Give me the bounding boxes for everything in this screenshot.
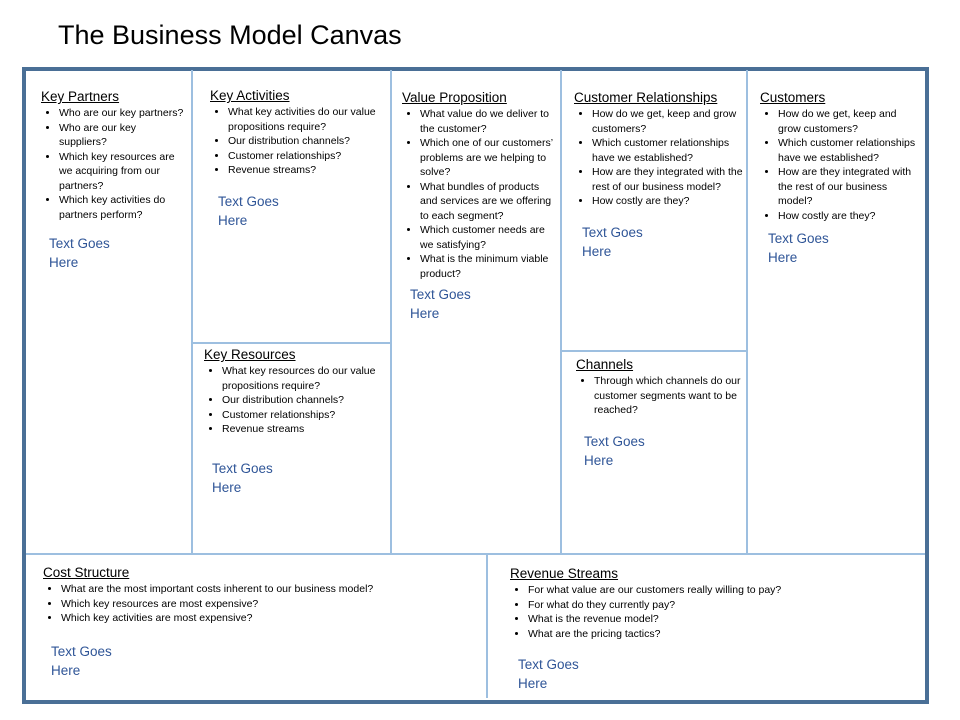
question-item: Which key activities do partners perform…	[59, 193, 186, 222]
placeholder-text[interactable]: Text Goes Here	[212, 460, 273, 495]
question-list: Through which channels do our customer s…	[576, 374, 741, 418]
revenue-streams-block: Revenue StreamsFor what value are our cu…	[510, 566, 920, 693]
question-item: Which customer relationships have we est…	[778, 136, 920, 165]
question-item: How are they integrated with the rest of…	[592, 165, 744, 194]
value-proposition-block: Value PropositionWhat value do we delive…	[402, 90, 557, 323]
question-item: How do we get, keep and grow customers?	[778, 107, 920, 136]
question-list: What key activities do our value proposi…	[210, 105, 385, 178]
question-item: What are the most important costs inhere…	[61, 582, 473, 597]
question-item: Which key activities are most expensive?	[61, 611, 473, 626]
cost-structure-block: Cost StructureWhat are the most importan…	[43, 565, 473, 680]
divider	[560, 350, 746, 352]
placeholder-text[interactable]: Text Goes Here	[518, 657, 579, 691]
question-list: How do we get, keep and grow customers?W…	[574, 107, 744, 209]
divider	[486, 553, 488, 698]
question-item: For what value are our customers really …	[528, 583, 920, 598]
placeholder-text[interactable]: Text Goes Here	[49, 236, 110, 270]
question-item: Revenue streams	[222, 422, 384, 437]
question-list: Who are our key partners?Who are our key…	[41, 106, 186, 222]
block-heading: Key Resources	[204, 347, 296, 362]
block-heading: Channels	[576, 357, 634, 372]
question-item: What is the revenue model?	[528, 612, 920, 627]
question-item: How costly are they?	[778, 209, 920, 224]
question-item: Our distribution channels?	[228, 134, 385, 149]
question-item: Which customer relationships have we est…	[592, 136, 744, 165]
question-item: Our distribution channels?	[222, 393, 384, 408]
block-heading: Customers	[760, 90, 826, 105]
divider	[746, 70, 748, 553]
divider	[390, 70, 392, 553]
question-item: Customer relationships?	[228, 149, 385, 164]
question-list: How do we get, keep and grow customers?W…	[760, 107, 920, 223]
question-item: Customer relationships?	[222, 408, 384, 423]
question-item: What key resources do our value proposit…	[222, 364, 384, 393]
question-list: For what value are our customers really …	[510, 583, 920, 641]
question-item: For what do they currently pay?	[528, 598, 920, 613]
key-resources-block: Key ResourcesWhat key resources do our v…	[204, 347, 384, 497]
question-item: Through which channels do our customer s…	[594, 374, 741, 418]
placeholder-text[interactable]: Text Goes Here	[410, 287, 471, 321]
block-heading: Key Partners	[41, 89, 120, 104]
customer-relationships-block: Customer RelationshipsHow do we get, kee…	[574, 90, 744, 261]
question-item: How do we get, keep and grow customers?	[592, 107, 744, 136]
placeholder-text[interactable]: Text Goes Here	[582, 224, 643, 259]
question-list: What key resources do our value proposit…	[204, 364, 384, 437]
customers-block: CustomersHow do we get, keep and grow cu…	[760, 90, 920, 267]
placeholder-text[interactable]: Text Goes Here	[768, 231, 829, 265]
question-item: Which key resources are we acquiring fro…	[59, 150, 186, 194]
question-item: Who are our key suppliers?	[59, 121, 186, 150]
block-heading: Value Proposition	[402, 90, 507, 105]
canvas-frame	[22, 67, 929, 704]
block-heading: Revenue Streams	[510, 566, 619, 581]
divider	[560, 70, 562, 553]
question-item: Which one of our customers’ problems are…	[420, 136, 557, 180]
question-list: What are the most important costs inhere…	[43, 582, 473, 626]
block-heading: Customer Relationships	[574, 90, 718, 105]
question-item: Which customer needs are we satisfying?	[420, 223, 557, 252]
divider	[191, 70, 193, 553]
key-activities-block: Key ActivitiesWhat key activities do our…	[210, 88, 385, 230]
question-item: How are they integrated with the rest of…	[778, 165, 920, 209]
block-heading: Key Activities	[210, 88, 290, 103]
block-heading: Cost Structure	[43, 565, 130, 580]
channels-block: ChannelsThrough which channels do our cu…	[576, 357, 741, 470]
question-item: Who are our key partners?	[59, 106, 186, 121]
question-item: What bundles of products and services ar…	[420, 180, 557, 224]
question-item: What are the pricing tactics?	[528, 627, 920, 642]
placeholder-text[interactable]: Text Goes Here	[51, 643, 112, 678]
question-item: What value do we deliver to the customer…	[420, 107, 557, 136]
question-item: Which key resources are most expensive?	[61, 597, 473, 612]
divider	[26, 553, 925, 555]
question-item: How costly are they?	[592, 194, 744, 209]
question-item: Revenue streams?	[228, 163, 385, 178]
question-item: What is the minimum viable product?	[420, 252, 557, 281]
question-item: What key activities do our value proposi…	[228, 105, 385, 134]
placeholder-text[interactable]: Text Goes Here	[584, 433, 645, 468]
key-partners-block: Key PartnersWho are our key partners?Who…	[41, 89, 186, 272]
question-list: What value do we deliver to the customer…	[402, 107, 557, 281]
divider	[191, 342, 390, 344]
placeholder-text[interactable]: Text Goes Here	[218, 193, 279, 228]
page-title: The Business Model Canvas	[58, 20, 402, 50]
